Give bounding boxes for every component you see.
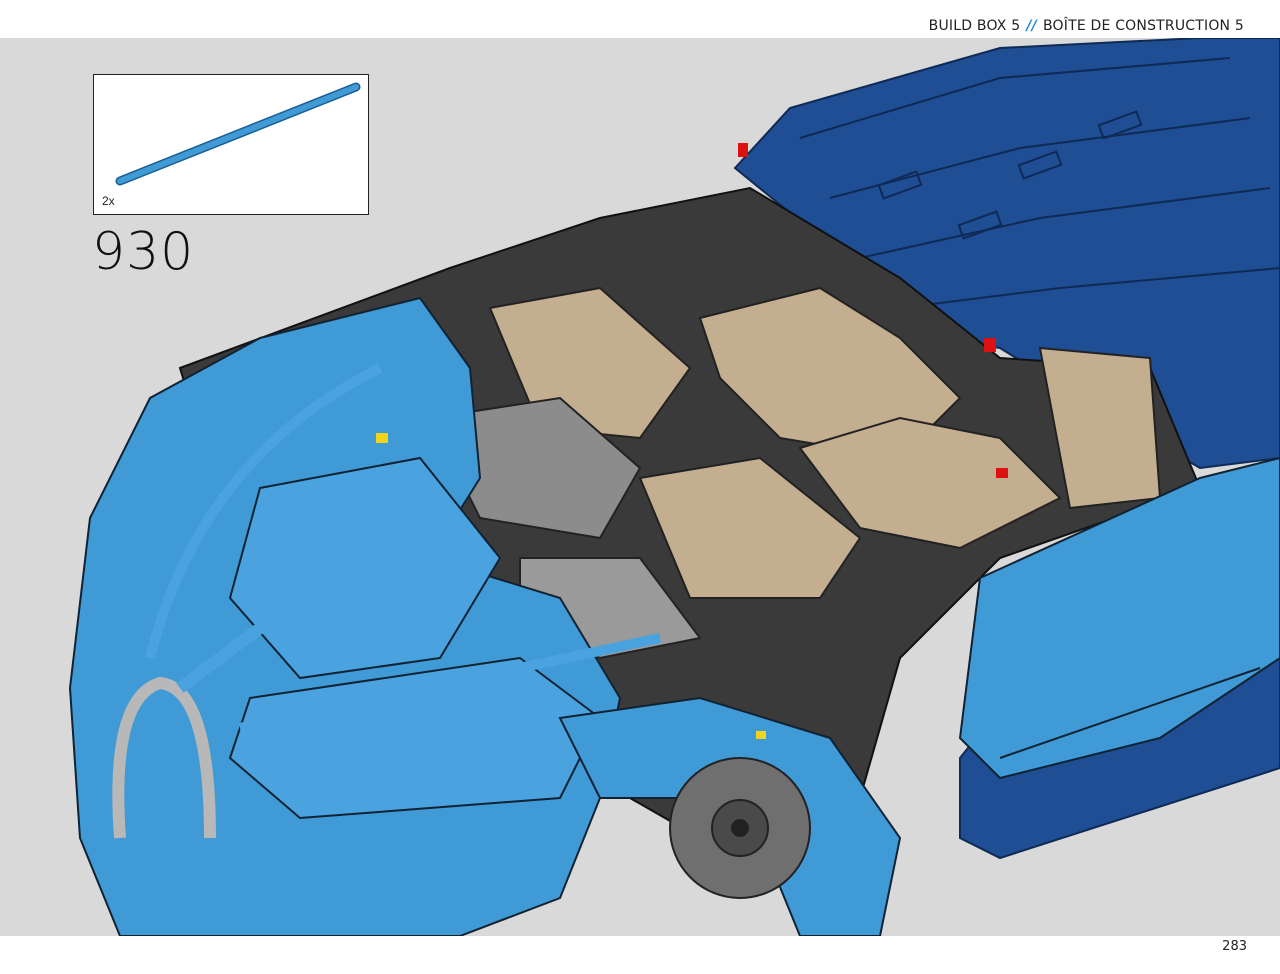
page-footer: 283 bbox=[0, 936, 1280, 974]
page-number: 283 bbox=[1222, 939, 1247, 954]
part-quantity: 2x bbox=[102, 194, 115, 208]
instruction-illustration-area bbox=[0, 38, 1280, 936]
page-header: BUILD BOX 5 // BOÎTE DE CONSTRUCTION 5 bbox=[0, 0, 1280, 38]
build-box-label: BUILD BOX 5 bbox=[928, 18, 1021, 34]
header-breadcrumb: BUILD BOX 5 // BOÎTE DE CONSTRUCTION 5 bbox=[929, 18, 1244, 34]
build-box-label-fr: BOÎTE DE CONSTRUCTION 5 bbox=[1042, 18, 1244, 34]
header-separator: // bbox=[1026, 18, 1037, 34]
step-number: 930 bbox=[92, 222, 195, 282]
car-model-illustration bbox=[68, 38, 1280, 936]
parts-callout-box: 2x bbox=[93, 74, 369, 215]
technic-axle-icon bbox=[115, 82, 361, 186]
